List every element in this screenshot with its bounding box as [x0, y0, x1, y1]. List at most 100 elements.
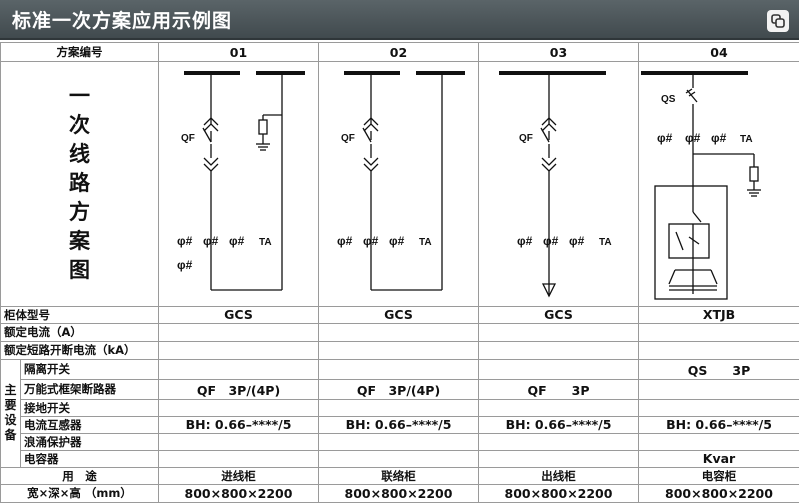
main-equipment-char: 要 [4, 398, 17, 413]
copy-icon[interactable] [767, 10, 789, 32]
ct-symbol: φ# [363, 234, 379, 248]
usage-03: 出线柜 [478, 466, 639, 485]
qf-label: QF [519, 133, 533, 144]
main-equipment-char: 备 [4, 428, 17, 443]
equipment-label: 浪涌保护器 [20, 432, 159, 451]
ta-label: TA [740, 134, 753, 145]
scheme-03: 03 [478, 41, 639, 63]
rated-current-02 [318, 322, 479, 342]
ct-symbol: φ# [177, 258, 193, 272]
breaker-blade-icon [540, 127, 550, 143]
busbar-left [184, 71, 240, 76]
equipment-value: BH: 0.66–****/5 [478, 415, 639, 434]
equipment-label: 电容器 [20, 449, 159, 468]
cabinet-type-01: GCS [158, 305, 319, 324]
equipment-value: QF 3P [478, 378, 639, 400]
ct-symbol: φ# [685, 131, 701, 145]
disconnect-upper-icon [203, 123, 219, 132]
disconnect-lower-icon [363, 157, 379, 167]
equipment-value: BH: 0.66–****/5 [638, 415, 799, 434]
ct-symbol: φ# [389, 234, 405, 248]
equipment-row: 电流互感器 BH: 0.66–****/5 BH: 0.66–****/5 BH… [1, 415, 799, 434]
dimensions-03: 800×800×2200 [478, 483, 639, 503]
short-circuit-04 [638, 340, 799, 360]
equipment-value: BH: 0.66–****/5 [158, 415, 319, 434]
dimensions-01: 800×800×2200 [158, 483, 319, 503]
short-circuit-01 [158, 340, 319, 360]
breaker-blade-icon [202, 127, 212, 143]
equipment-label: 电流互感器 [20, 415, 159, 434]
disconnect-lower-icon [203, 157, 219, 167]
surge-arrester-icon [749, 166, 759, 182]
usage-label: 用 途 [0, 466, 159, 485]
cabinet-type-03: GCS [478, 305, 639, 324]
copy-icon-glyph [771, 14, 785, 28]
capacitor-bank-icon [710, 270, 718, 285]
equipment-row: 浪涌保护器 [1, 432, 799, 451]
busbar-left [344, 71, 400, 76]
capacitor-compartment [654, 185, 728, 300]
equipment-value [478, 449, 639, 468]
cabinet-type-02: GCS [318, 305, 479, 324]
equipment-row: 接地开关 [1, 398, 799, 417]
diagram-01: QF φ# φ# φ# TA φ# [158, 61, 319, 307]
usage-01: 进线柜 [158, 466, 319, 485]
diagram-label-char: 次 [69, 113, 90, 138]
scheme-number-label: 方案编号 [0, 41, 159, 63]
scheme-number-row: 方案编号 01 02 03 04 [0, 41, 799, 63]
dimensions-04: 800×800×2200 [638, 483, 799, 503]
disconnect-upper-icon [203, 117, 219, 126]
diagram-row: 一 次 线 路 方 案 图 QF [0, 61, 799, 307]
equipment-value: QF 3P/(4P) [318, 378, 479, 400]
dimensions-label: 宽×深×高 （mm） [0, 483, 159, 503]
equipment-value: BH: 0.66–****/5 [318, 415, 479, 434]
ct-symbol: φ# [543, 234, 559, 248]
short-circuit-02 [318, 340, 479, 360]
usage-02: 联络柜 [318, 466, 479, 485]
cabinet-type-row: 柜体型号 GCS GCS GCS XTJB [0, 305, 799, 324]
equipment-row: 主 要 设 备 隔离开关 QS 3P [0, 358, 799, 468]
breaker-blade-icon [362, 127, 372, 143]
reactor-box [668, 223, 710, 259]
usage-04: 电容柜 [638, 466, 799, 485]
single-line-diagram-01: QF φ# φ# φ# TA φ# [177, 71, 305, 291]
ta-label: TA [419, 237, 432, 248]
cabinet-type-label: 柜体型号 [0, 305, 159, 324]
diagram-label-char: 案 [69, 229, 90, 254]
equipment-label: 隔离开关 [20, 358, 159, 380]
rated-current-01 [158, 322, 319, 342]
surge-arrester-icon [258, 119, 268, 135]
diagram-label-char: 线 [69, 142, 90, 167]
main-equipment-char: 主 [4, 383, 17, 398]
contactor-blade-icon [692, 211, 702, 223]
equipment-value [638, 378, 799, 400]
rated-current-04 [638, 322, 799, 342]
short-circuit-row: 额定短路开断电流（kA） [0, 340, 799, 360]
isolator-blade-icon [685, 88, 693, 94]
equipment-value: QS 3P [638, 358, 799, 380]
equipment-label: 万能式框架断路器 [20, 378, 159, 400]
equipment-value [158, 449, 319, 468]
rated-current-label: 额定电流（A） [0, 322, 159, 342]
ct-symbol: φ# [657, 131, 673, 145]
busbar [641, 71, 748, 76]
equipment-value [158, 358, 319, 380]
scheme-04: 04 [638, 41, 799, 63]
short-circuit-label: 额定短路开断电流（kA） [0, 340, 159, 360]
diagram-04: QS φ# φ# φ# TA [638, 61, 799, 307]
equipment-value [638, 432, 799, 451]
equipment-value [478, 432, 639, 451]
equipment-value [158, 398, 319, 417]
ct-symbol: φ# [711, 131, 727, 145]
single-line-diagram-02: QF φ# φ# φ# TA [337, 71, 465, 291]
capacitor-bank-icon [668, 270, 676, 285]
diagram-label-char: 一 [69, 84, 90, 109]
disconnect-lower-icon [541, 157, 557, 167]
ta-label: TA [259, 237, 272, 248]
equipment-label: 接地开关 [20, 398, 159, 417]
equipment-value [318, 398, 479, 417]
rated-current-row: 额定电流（A） [0, 322, 799, 342]
qf-label: QF [341, 133, 355, 144]
usage-row: 用 途 进线柜 联络柜 出线柜 电容柜 [0, 466, 799, 485]
single-line-diagram-03: QF φ# φ# φ# TA [499, 71, 612, 298]
